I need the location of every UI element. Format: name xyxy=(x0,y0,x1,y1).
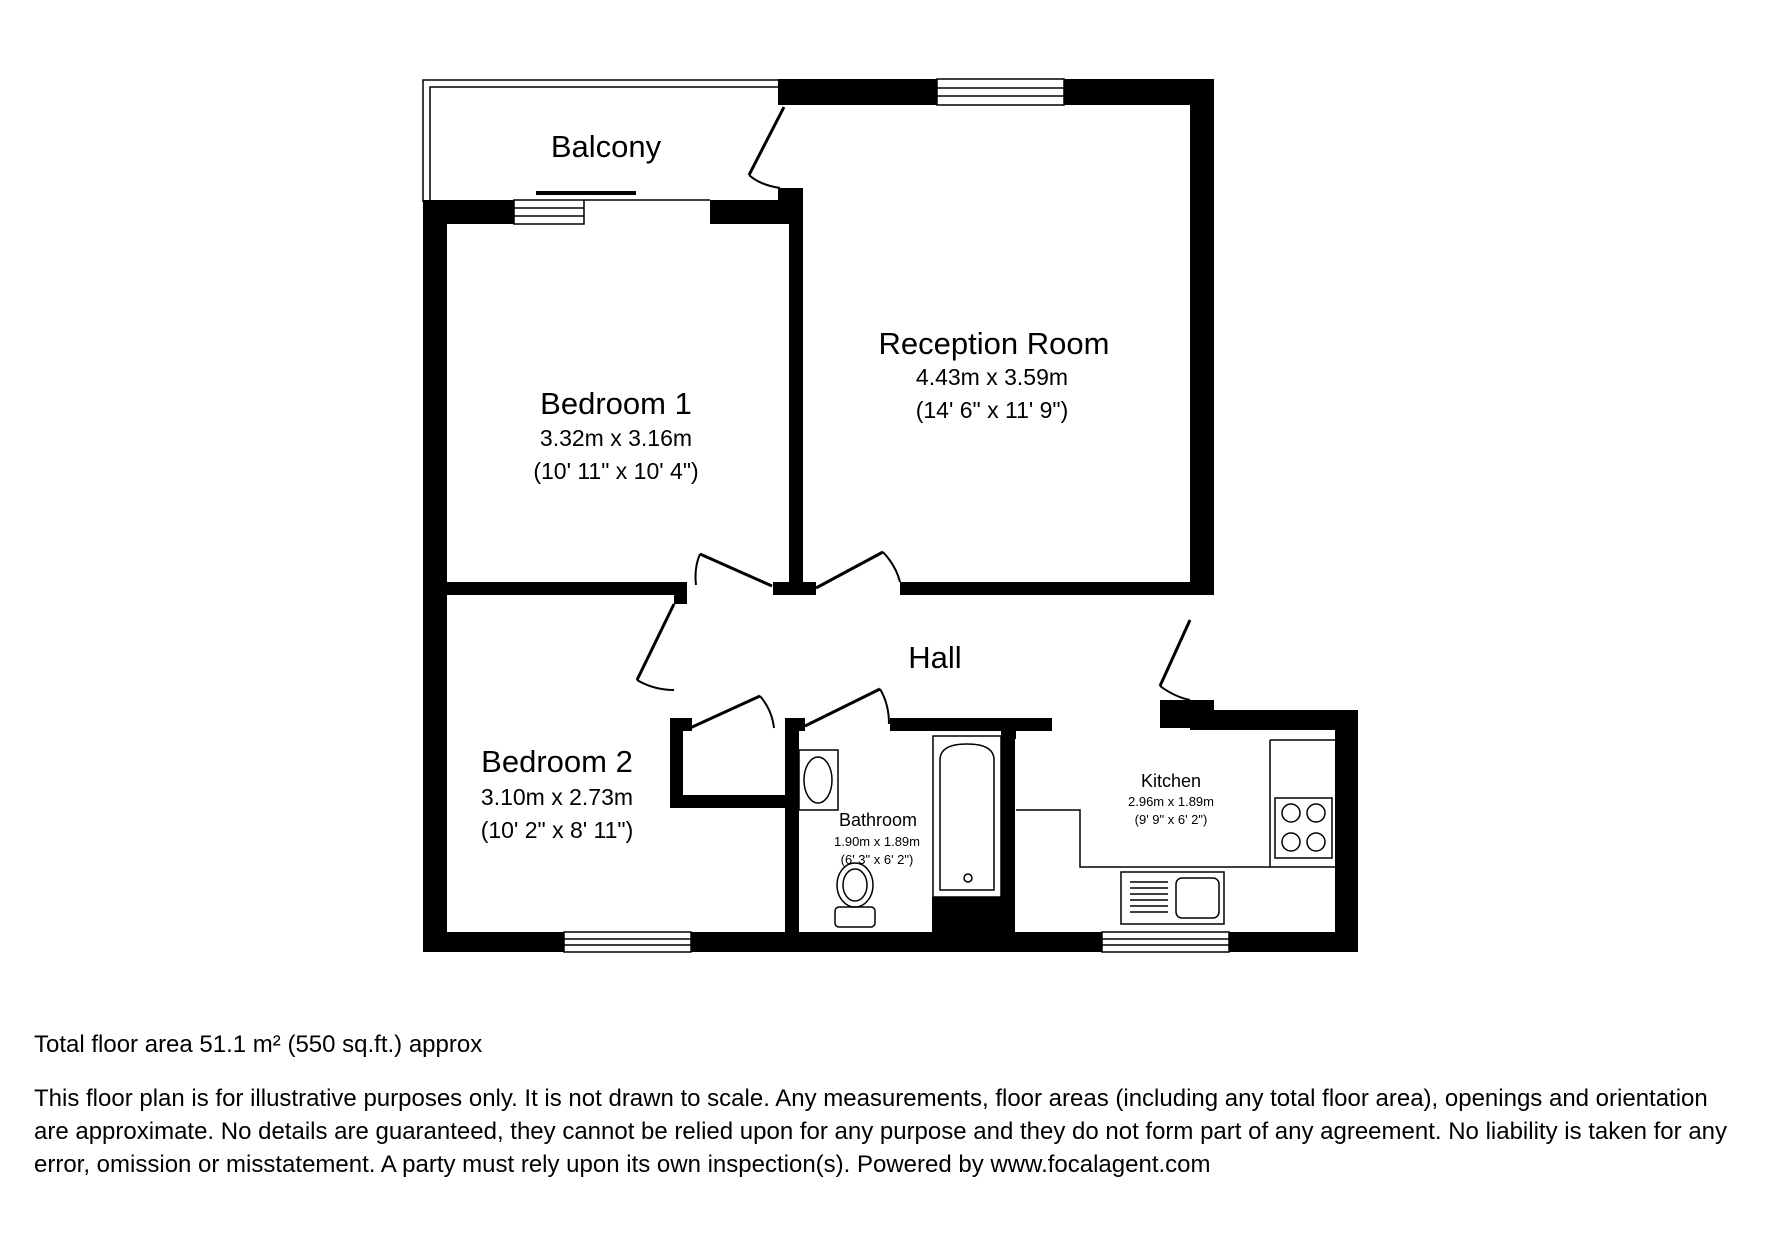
bedroom1-dimensions-metric: 3.32m x 3.16m xyxy=(540,425,692,451)
window-bedroom2-bottom xyxy=(563,931,692,953)
bathtub-icon xyxy=(932,735,1002,898)
window-kitchen-bottom xyxy=(1101,931,1230,953)
sink-icon xyxy=(1120,871,1225,925)
toilet-icon xyxy=(834,862,876,928)
cupboard xyxy=(670,718,692,731)
bathroom-dimensions-imperial: (6' 3" x 6' 2") xyxy=(841,852,914,867)
hall-label: Hall xyxy=(908,640,961,675)
window-reception-top xyxy=(936,78,1065,106)
disclaimer: This floor plan is for illustrative purp… xyxy=(34,1085,1728,1178)
balcony-outline xyxy=(422,79,778,202)
total-floor-area: Total floor area 51.1 m² (550 sq.ft.) ap… xyxy=(34,1031,483,1058)
kitchen-units xyxy=(1016,739,1335,925)
windows xyxy=(513,78,1230,953)
door-balcony xyxy=(747,106,786,189)
bedroom2-dimensions-imperial: (10' 2" x 8' 11") xyxy=(481,817,634,843)
door-bedroom2 xyxy=(635,603,676,691)
door-bathroom xyxy=(804,687,890,728)
footer: Total floor area 51.1 m² (550 sq.ft.) ap… xyxy=(34,1030,1744,1181)
floor-plan: Balcony Reception Room 4.43m x 3.59m (14… xyxy=(422,78,1358,953)
balcony-label: Balcony xyxy=(551,129,662,164)
kitchen-label: Kitchen xyxy=(1141,771,1201,791)
door-reception xyxy=(815,550,901,590)
hob-icon xyxy=(1274,797,1333,859)
reception-dimensions-metric: 4.43m x 3.59m xyxy=(916,364,1068,390)
sliding-door xyxy=(536,191,710,201)
kitchen-dimensions-imperial: (9' 9" x 6' 2") xyxy=(1135,812,1208,827)
doors xyxy=(635,106,1192,730)
bathroom-dimensions-metric: 1.90m x 1.89m xyxy=(834,834,920,849)
bedroom2-dimensions-metric: 3.10m x 2.73m xyxy=(481,784,633,810)
basin-icon xyxy=(798,749,839,811)
bedroom2-label: Bedroom 2 xyxy=(481,744,633,779)
door-kitchen xyxy=(1158,619,1192,701)
window-bedroom1-top xyxy=(513,199,585,225)
door-cupboard xyxy=(689,694,775,730)
reception-label: Reception Room xyxy=(879,326,1110,361)
door-bedroom1 xyxy=(694,552,773,588)
bathroom-fixtures xyxy=(798,735,1002,928)
kitchen-dimensions-metric: 2.96m x 1.89m xyxy=(1128,794,1214,809)
bedroom1-dimensions-imperial: (10' 11" x 10' 4") xyxy=(533,458,698,484)
bathroom-label: Bathroom xyxy=(839,810,917,830)
bedroom1-label: Bedroom 1 xyxy=(540,386,692,421)
reception-dimensions-imperial: (14' 6" x 11' 9") xyxy=(916,397,1069,423)
